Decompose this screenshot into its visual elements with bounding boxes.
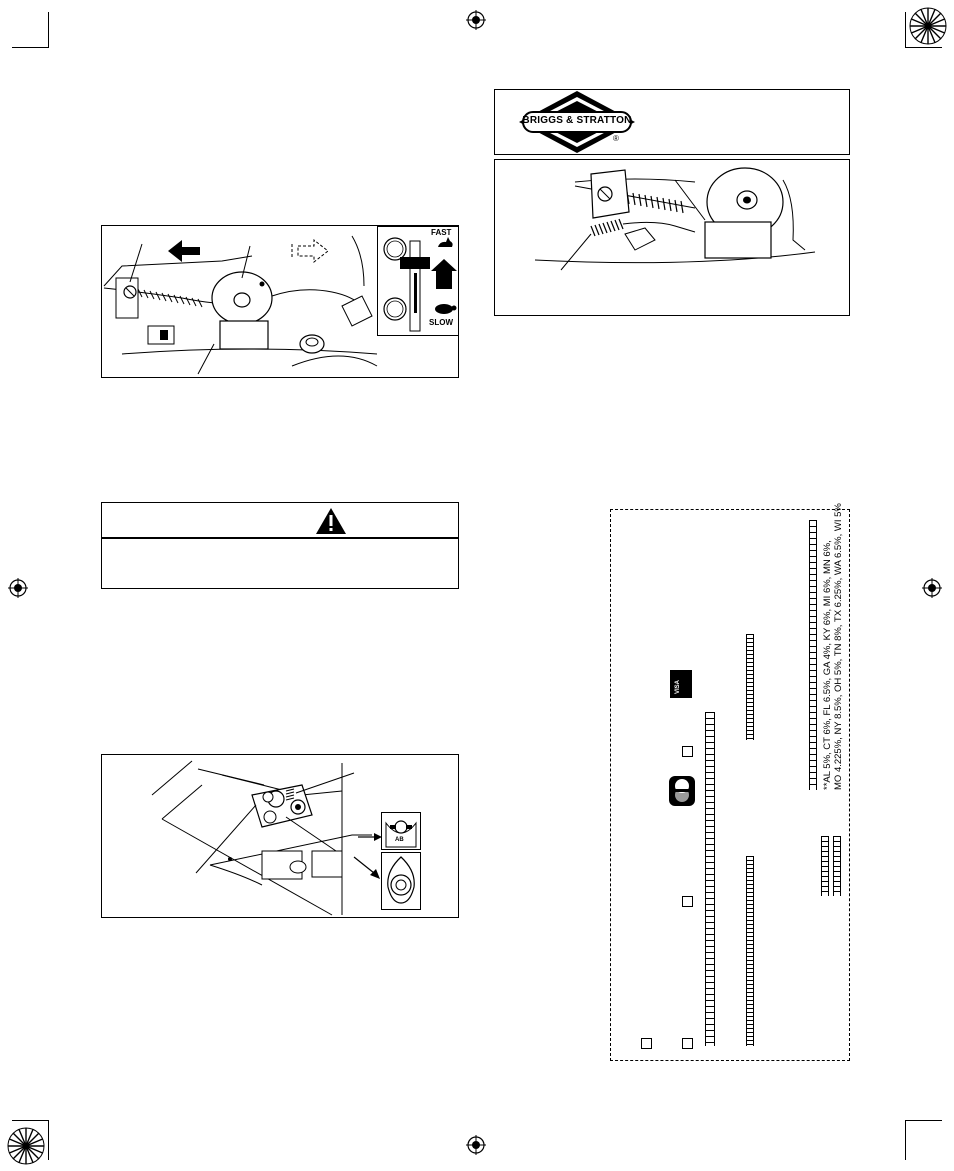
tax-rate-line-1: **AL 5%, CT 6%, FL 6.5%, GA 4%, KY 6%, M… [822,540,833,790]
cap-ab-label: AB [395,837,404,843]
form-field-boxes-mid [746,634,754,740]
limiter-cap-ab-icon [385,820,417,848]
warning-header [102,503,458,539]
brand-logo-text: BRIGGS & STRATTON [522,115,632,126]
order-form: **AL 5%, CT 6%, FL 6.5%, GA 4%, KY 6%, M… [610,503,850,1061]
color-bar-starburst-icon [7,1127,45,1165]
governor-spring-illustration [534,167,816,271]
warning-box [101,502,459,589]
visa-card-label: VISA [675,679,681,694]
checkbox-payment-1[interactable] [682,746,693,757]
tax-rate-line-2: MO 4.225%, NY 8.5%, OH 5%, TN 8%, TX 6.2… [833,503,844,790]
warning-triangle-icon [316,508,346,534]
mastercard-icon [669,776,695,806]
checkbox-payment-2[interactable] [682,896,693,907]
brand-logo-box: BRIGGS & STRATTON ® [494,89,850,155]
form-field-boxes-tax-top [809,520,839,526]
throttle-lever-illustration [383,237,457,332]
form-field-boxes-zip-2 [833,836,841,896]
throttle-linkage-illustration [103,235,378,375]
slow-label: SLOW [429,318,453,327]
registration-target-icon [466,1135,486,1155]
limiter-cap-round-icon [387,856,415,904]
throttle-control-inset: FAST SLOW [377,226,459,336]
form-field-boxes-address [746,856,754,1046]
carb-cap-inset-round [381,852,421,910]
form-field-boxes-card [705,712,715,1046]
carburetor-illustration [151,760,382,916]
fast-label: FAST [431,228,452,237]
color-bar-starburst-icon [909,7,947,45]
checkbox-payment-3[interactable] [682,1038,693,1049]
registration-target-icon [922,578,942,598]
registration-target-icon [466,10,486,30]
checkbox-payment-4[interactable] [641,1038,652,1049]
form-field-boxes-top [809,520,817,790]
figure-governor-spring [494,159,850,316]
registration-target-icon [8,578,28,598]
carb-cap-inset-ab: AB [381,812,421,850]
form-field-boxes-zip-1 [821,836,829,896]
briggs-stratton-logo-icon [519,91,635,153]
registered-mark: ® [613,134,619,143]
visa-card-icon [670,670,692,698]
